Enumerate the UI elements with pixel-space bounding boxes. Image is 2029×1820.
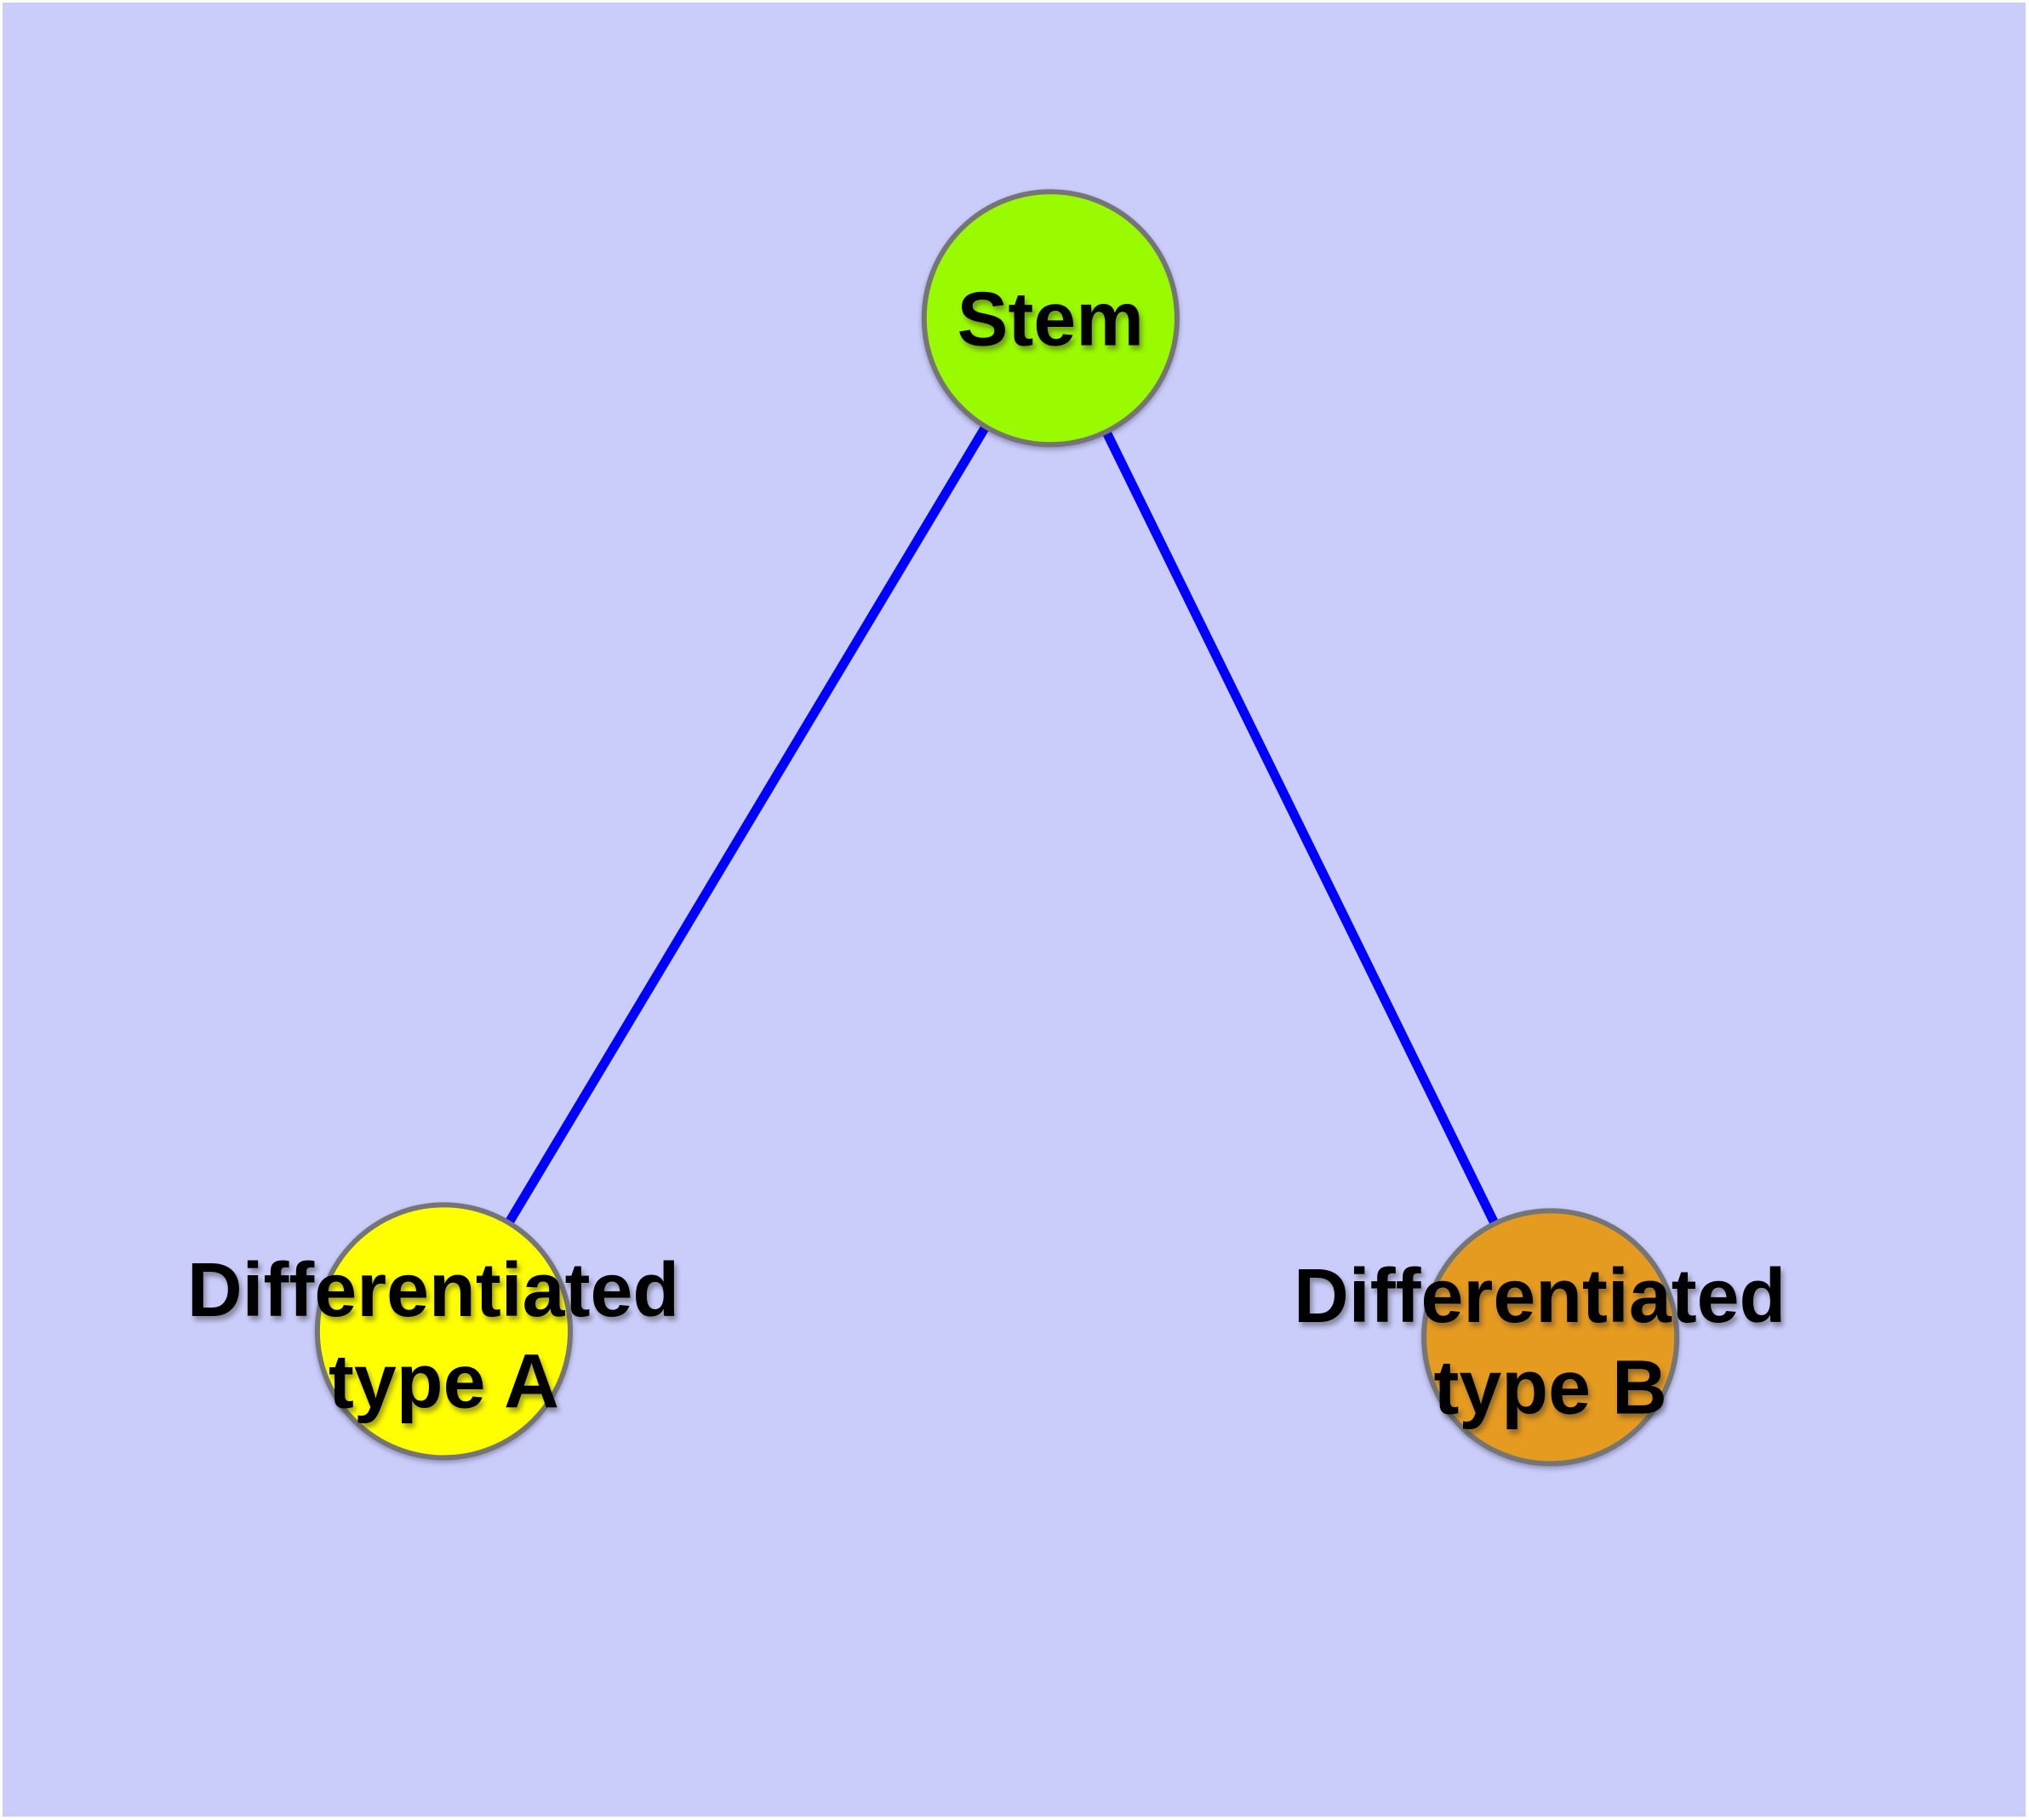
node-type-a-label-line2: type A [329, 1340, 559, 1425]
diagram-background: Stem Differentiated type A Differentiate… [3, 3, 2026, 1817]
edge-stem-to-type-a [439, 315, 1055, 1334]
node-type-b-label-line1: Differentiated [1294, 1254, 1786, 1339]
node-stem-circle [921, 189, 1180, 448]
node-type-a-label: Differentiated type A [187, 1248, 700, 1425]
edge-stem-to-type-b [1046, 316, 1555, 1340]
node-type-b-label-line2: type B [1434, 1346, 1667, 1431]
node-type-b-label: Differentiated type B [1294, 1254, 1807, 1431]
diagram-canvas: Stem Differentiated type A Differentiate… [187, 189, 1807, 1467]
node-type-a-label-line1: Differentiated [187, 1248, 679, 1333]
node-type-a-circle [314, 1202, 574, 1461]
node-type-b-circle [1421, 1208, 1680, 1467]
node-stem-label: Stem [957, 278, 1144, 363]
node-stem-label-text: Stem [957, 278, 1144, 363]
